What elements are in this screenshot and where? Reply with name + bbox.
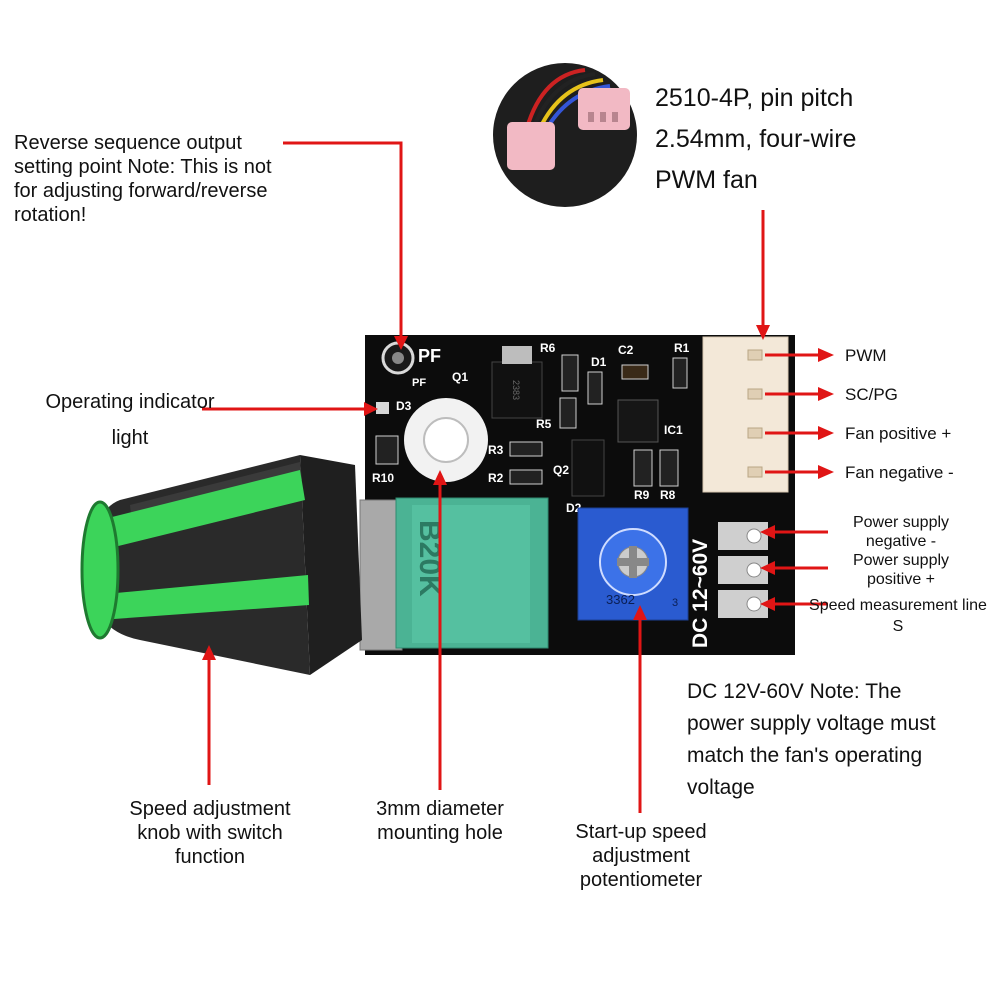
power-pads xyxy=(718,522,768,618)
operating-led xyxy=(376,402,389,414)
resistor-r10 xyxy=(375,435,399,465)
operating-indicator-label: Operating indicator light xyxy=(45,391,215,449)
silk-r3: R3 xyxy=(488,443,504,457)
mounting-hole-label: 3mm diameter mounting hole xyxy=(376,798,504,844)
power-negative-label: Power supply negative - xyxy=(852,514,950,550)
arrow-heads xyxy=(202,325,834,660)
silk-r1: R1 xyxy=(674,341,690,355)
startup-trimmer xyxy=(577,507,689,621)
speed-knob xyxy=(80,455,362,675)
reverse-sequence-pad xyxy=(381,341,415,375)
silk-c2: C2 xyxy=(618,343,634,357)
voltage-note-label: DC 12V-60V Note: The power supply voltag… xyxy=(687,680,936,799)
silk-q2: Q2 xyxy=(553,463,569,477)
speed-potentiometer xyxy=(359,497,549,651)
transistor-q2 xyxy=(571,439,605,497)
connector-spec-label: 2510-4P, pin pitch 2.54mm, four-wire PWM… xyxy=(655,84,857,194)
silk-dc-range: DC 12~60V xyxy=(689,539,712,648)
pin-label-sc-pg: SC/PG xyxy=(845,385,898,404)
silk-r9: R9 xyxy=(634,488,650,502)
resistor-r1 xyxy=(672,357,688,389)
pin-label-fan-positive: Fan positive + xyxy=(845,424,952,443)
speed-line-label: Speed measurement line S xyxy=(809,597,987,635)
silk-pf-large: PF xyxy=(418,346,441,366)
resistor-r6 xyxy=(561,354,579,392)
silk-r10: R10 xyxy=(372,471,394,485)
fan-connector-photo xyxy=(493,63,637,207)
silk-r2: R2 xyxy=(488,471,504,485)
trimmer-pin-number: 3 xyxy=(672,597,678,609)
pin-label-pwm: PWM xyxy=(845,346,887,365)
reverse-sequence-label: Reverse sequence output setting point No… xyxy=(14,132,272,226)
silk-r6: R6 xyxy=(540,341,556,355)
startup-pot-label: Start-up speed adjustment potentiometer xyxy=(575,821,707,891)
silk-d1: D1 xyxy=(591,355,607,369)
resistor-r3 xyxy=(509,441,543,457)
mosfet-q1: 2383 xyxy=(491,346,543,419)
trimmer-code: 3362 xyxy=(606,592,635,607)
capacitor-c2 xyxy=(621,364,649,380)
resistor-r8 xyxy=(659,449,679,487)
power-positive-label: Power supply positive + xyxy=(852,552,950,588)
diode-d1 xyxy=(587,371,603,405)
callout-arrows xyxy=(202,141,828,813)
resistor-r9 xyxy=(633,449,653,487)
knob-label: Speed adjustment knob with switch functi… xyxy=(129,798,291,868)
ic1 xyxy=(617,399,659,443)
silk-q1: Q1 xyxy=(452,370,468,384)
mounting-hole xyxy=(404,398,488,482)
silk-pf-small: PF xyxy=(412,377,426,389)
resistor-r5 xyxy=(559,397,577,429)
silk-ic1: IC1 xyxy=(664,423,683,437)
resistor-r2 xyxy=(509,469,543,485)
pin-label-fan-negative: Fan negative - xyxy=(845,463,954,482)
fan-header-4pin xyxy=(702,336,789,493)
silk-d3: D3 xyxy=(396,399,412,413)
silk-r8: R8 xyxy=(660,488,676,502)
silk-r5: R5 xyxy=(536,417,552,431)
mosfet-code: 2383 xyxy=(511,380,521,400)
